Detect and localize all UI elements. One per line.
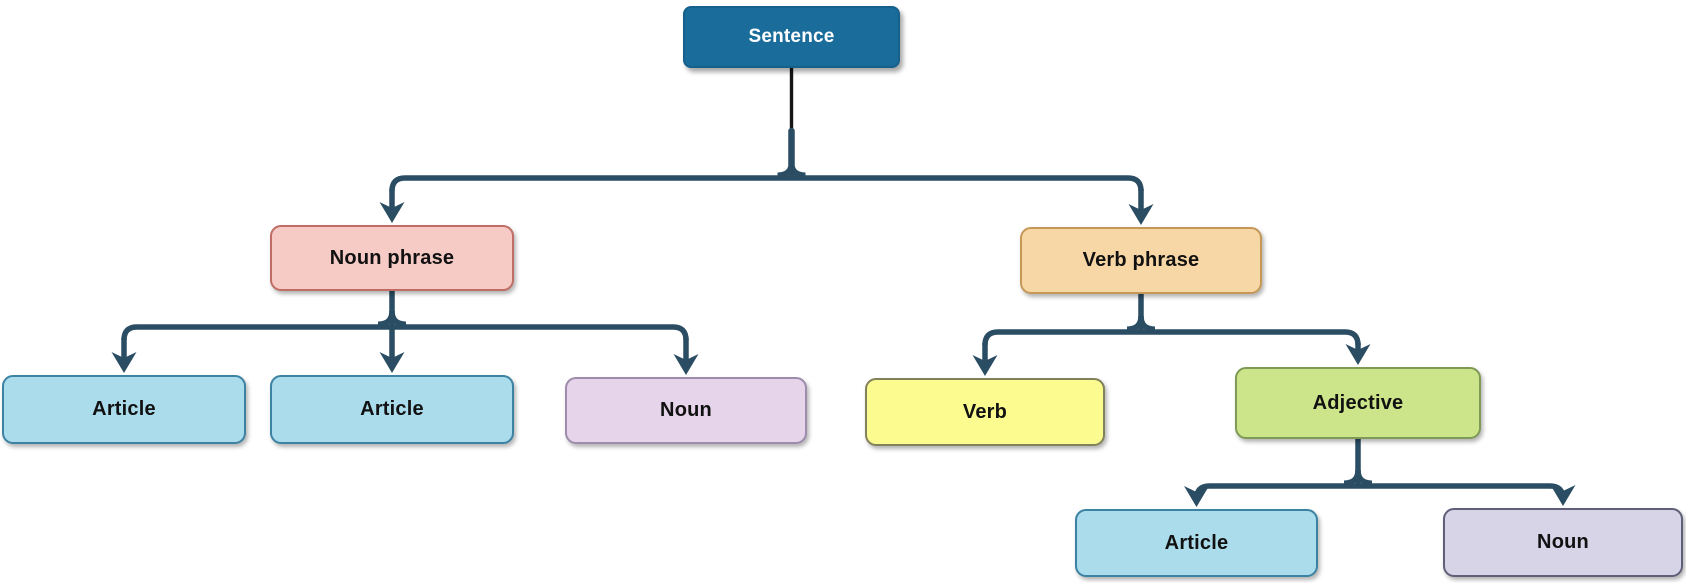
node-noun_1: Noun [565, 377, 807, 444]
node-adjective: Adjective [1235, 367, 1481, 439]
node-article_2: Article [270, 375, 514, 444]
node-noun_phrase: Noun phrase [270, 225, 514, 291]
node-article_1: Article [2, 375, 246, 444]
node-label: Article [92, 398, 156, 420]
node-verb_phrase: Verb phrase [1020, 227, 1262, 294]
node-label: Noun phrase [329, 246, 455, 269]
node-label: Article [1164, 531, 1229, 554]
node-label: Verb phrase [1082, 249, 1200, 271]
node-label: Adjective [1312, 391, 1404, 414]
node-label: Sentence [748, 26, 835, 47]
node-label: Noun [660, 399, 712, 421]
node-label: Noun [1537, 531, 1589, 553]
node-label: Article [360, 398, 424, 420]
node-noun_2: Noun [1443, 508, 1683, 577]
node-article_3: Article [1075, 509, 1318, 577]
node-label: Verb [962, 400, 1008, 423]
node-sentence: Sentence [683, 6, 900, 68]
node-verb: Verb [865, 378, 1105, 446]
